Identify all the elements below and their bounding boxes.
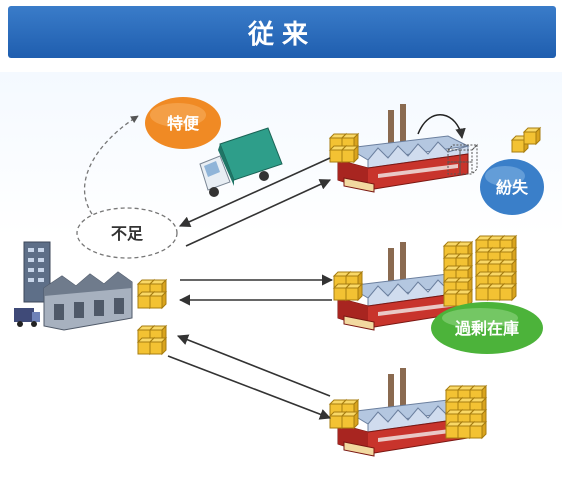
shortage-label: 不足: [111, 224, 144, 243]
express-delivery-label: 特便: [167, 114, 200, 133]
express-delivery-bubble: [145, 97, 221, 149]
shortage-to-express-arrow: [83, 115, 139, 215]
lost-boxes-outline: [447, 143, 479, 175]
shortage-bubble: [76, 207, 178, 259]
cardboard-box-icon: [138, 280, 166, 308]
cardboard-box-icon: [330, 134, 358, 162]
lost-bubble: [480, 159, 544, 215]
lost-label: 紛失: [496, 178, 529, 197]
page-title: 従来: [247, 19, 316, 50]
overstock-label: 過剰在庫: [454, 319, 519, 338]
title-banner: 従来: [8, 6, 556, 58]
cardboard-box-icon: [330, 400, 358, 428]
cardboard-box-icon: [523, 127, 541, 145]
supply-arrow-to-bottom-factory: [167, 355, 332, 420]
supply-arrow-to-top-factory: [185, 179, 332, 247]
return-arrow-from-bottom-factory: [176, 334, 331, 397]
return-arrow-from-top-factory: [178, 157, 331, 227]
overstock-box-stack: [443, 235, 517, 307]
cardboard-box-stack: [445, 385, 487, 439]
warehouse-icon: [14, 241, 133, 331]
overstock-bubble: [431, 302, 543, 354]
cardboard-box-icon: [138, 326, 166, 354]
delivery-truck-icon: [199, 127, 283, 197]
cardboard-box-icon: [334, 272, 362, 300]
lost-flow-arrow: [417, 114, 466, 140]
